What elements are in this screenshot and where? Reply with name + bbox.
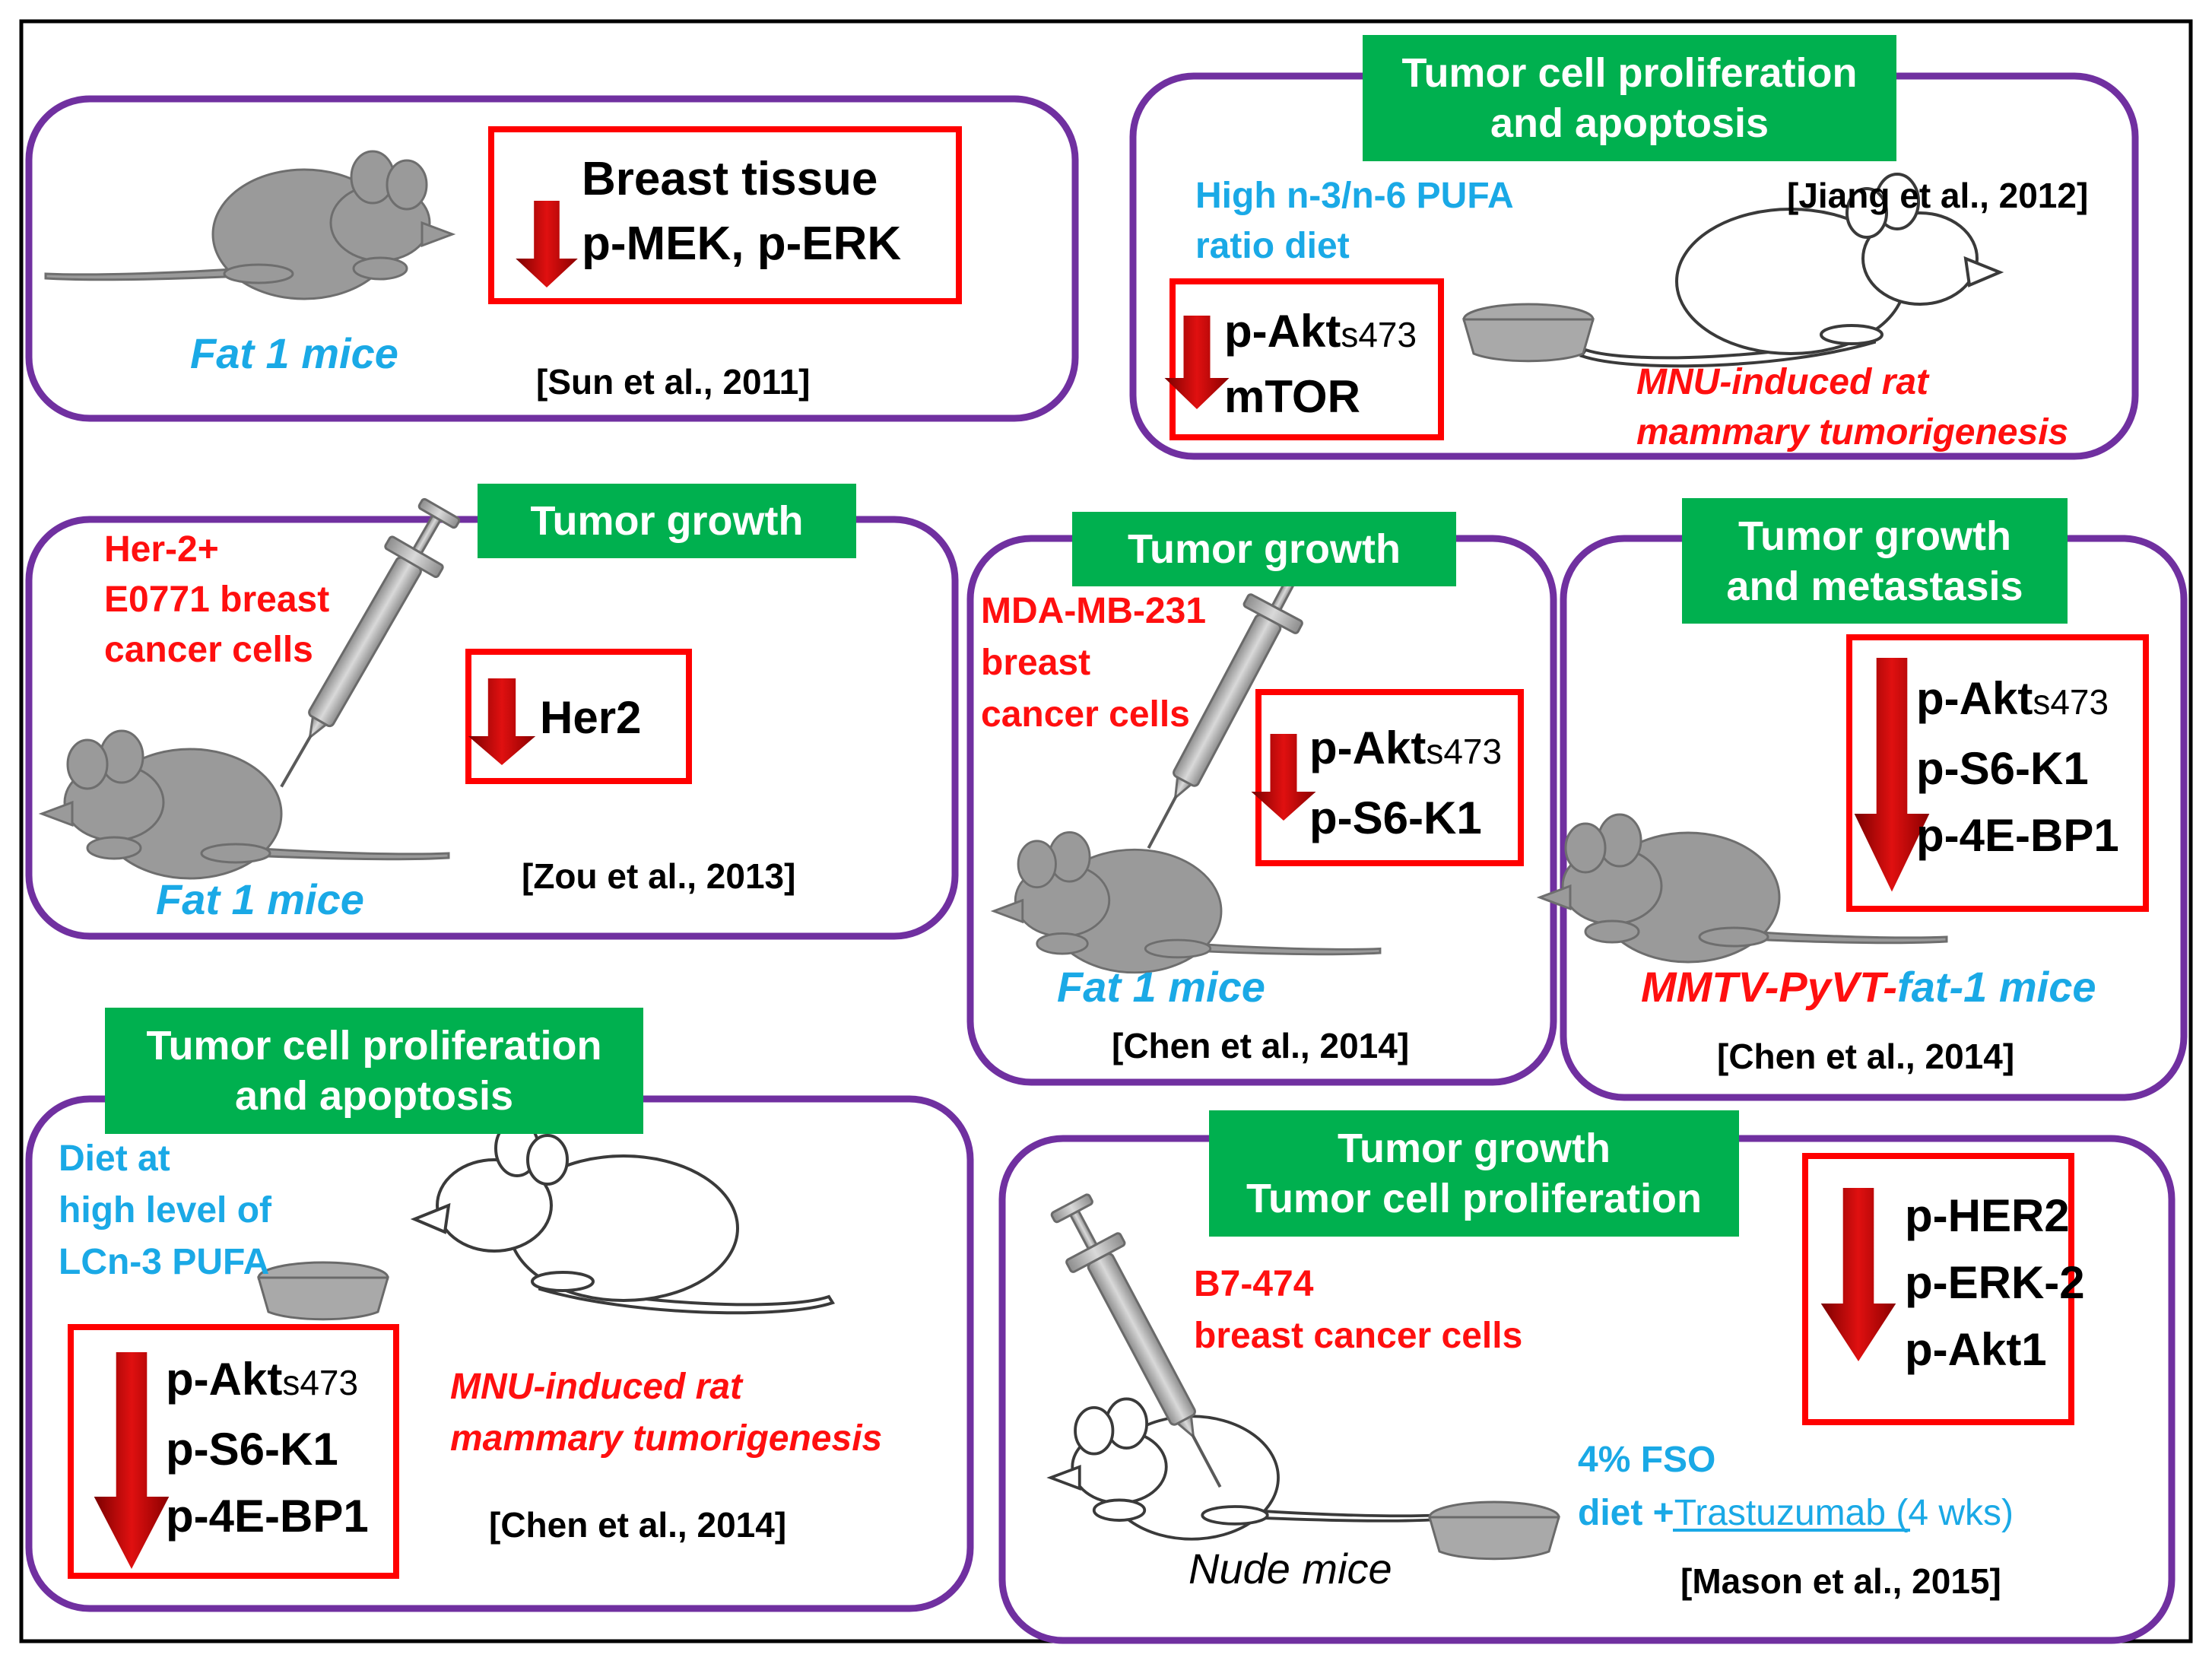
panel2-model-line2: mammary tumorigenesis <box>1636 412 2069 453</box>
panel7-diet-prefix: diet + <box>1578 1493 1674 1533</box>
panel5-model-red: MMTV-PyVT- <box>1641 963 1898 1011</box>
panel4-protein-akt-site: s473 <box>1426 732 1503 771</box>
panel5-protein-akt-site: s473 <box>2033 682 2109 722</box>
panel6-protein-s6k1: p-S6-K1 <box>166 1424 338 1475</box>
panel2-protein-akt-site: s473 <box>1341 315 1417 354</box>
panel3-cells-line2: E0771 breast <box>104 580 330 620</box>
panel6-model-line2: mammary tumorigenesis <box>450 1418 883 1459</box>
panel7-tag: Tumor growth Tumor cell proliferation <box>1209 1110 1739 1237</box>
panel6-protein-akt-site: s473 <box>282 1363 359 1402</box>
panel7-proteins: p-HER2 p-ERK-2 p-Akt1 <box>1905 1183 2085 1383</box>
panel7-cells-line2: breast cancer cells <box>1194 1316 1523 1356</box>
panel6-diet: Diet at high level of LCn-3 PUFA <box>59 1133 271 1288</box>
panel6-protein-4ebp1: p-4E-BP1 <box>166 1491 369 1542</box>
panel4-proteins: p-Akts473 p-S6-K1 <box>1309 715 1502 852</box>
panel6-model-line1: MNU-induced rat <box>450 1367 742 1407</box>
panel4-cells-line1: MDA-MB-231 <box>981 591 1207 631</box>
panel5-model: MMTV-PyVT-fat-1 mice <box>1641 962 2096 1011</box>
panel7-diet-line2: diet +Trastuzumab (4 wks) <box>1578 1487 2014 1540</box>
panel5-ref: [Chen et al., 2014] <box>1717 1037 2015 1076</box>
panel2-tag-line2: and apoptosis <box>1490 100 1769 146</box>
panel5-proteins: p-Akts473 p-S6-K1 p-4E-BP1 <box>1916 665 2119 869</box>
panel6-protein-akt: p-Akts473 <box>166 1346 369 1416</box>
panel6-model: MNU-induced rat mammary tumorigenesis <box>450 1361 882 1465</box>
panel7-model: Nude mice <box>1189 1545 1392 1593</box>
panel7-diet-line1: 4% FSO <box>1578 1440 1716 1480</box>
panel7-cells: B7-474 breast cancer cells <box>1194 1259 1522 1362</box>
panel3-model: Fat 1 mice <box>156 875 364 923</box>
panel4-protein-s6k1: p-S6-K1 <box>1309 792 1482 843</box>
panel4-cells: MDA-MB-231 breast cancer cells <box>981 586 1206 741</box>
panel7-protein-erk2: p-ERK-2 <box>1905 1257 2085 1308</box>
panel6-diet-line2: high level of <box>59 1190 272 1231</box>
panel7-protein-akt1: p-Akt1 <box>1905 1324 2047 1375</box>
panel2-ref: [Jiang et al., 2012] <box>1787 176 2089 215</box>
panel4-protein-akt: p-Akts473 <box>1309 715 1502 785</box>
panel3-cells-line1: Her-2+ <box>104 529 219 570</box>
panel6-proteins: p-Akts473 p-S6-K1 p-4E-BP1 <box>166 1346 369 1550</box>
panel7-diet-drug: Trastuzumab <box>1674 1493 1896 1533</box>
panel4-cells-line3: cancer cells <box>981 694 1190 735</box>
panel1-proteins: p-MEK, p-ERK <box>582 218 902 270</box>
panel6-tag-line2: and apoptosis <box>234 1073 514 1119</box>
panel7-diet: 4% FSO diet +Trastuzumab (4 wks) <box>1578 1434 2014 1540</box>
panel7-protein-her2: p-HER2 <box>1905 1190 2070 1241</box>
panel5-protein-akt-name: p-Akt <box>1916 673 2033 724</box>
panel2-protein-akt: p-Akts473 <box>1224 300 1417 366</box>
panel7-tag-line2: Tumor cell proliferation <box>1246 1176 1703 1221</box>
panel5-model-blue: fat-1 mice <box>1897 963 2096 1011</box>
panel5-protein-s6k1: p-S6-K1 <box>1916 743 2089 794</box>
panel1-ref: [Sun et al., 2011] <box>536 362 811 402</box>
panel5-tag-line1: Tumor growth <box>1738 513 2011 559</box>
panel5-protein-akt: p-Akts473 <box>1916 665 2119 735</box>
panel2-tag-line1: Tumor cell proliferation <box>1401 50 1858 96</box>
panel4-cells-line2: breast <box>981 643 1091 683</box>
panel7-tag-line1: Tumor growth <box>1338 1126 1611 1171</box>
panel2-diet-line2: ratio diet <box>1195 226 1350 266</box>
panel6-ref: [Chen et al., 2014] <box>489 1505 787 1545</box>
panel1-model: Fat 1 mice <box>190 329 398 377</box>
panel4-tag: Tumor growth <box>1072 512 1456 586</box>
panel7-diet-suffix: (4 wks) <box>1896 1493 2014 1533</box>
panel3-ref: [Zou et al., 2013] <box>522 856 796 896</box>
panel6-tag-line1: Tumor cell proliferation <box>146 1023 602 1069</box>
panel6-diet-line3: LCn-3 PUFA <box>59 1242 270 1282</box>
panel2-diet: High n-3/n-6 PUFA ratio diet <box>1195 171 1514 272</box>
panel2-proteins: p-Akts473 mTOR <box>1224 300 1417 428</box>
panel2-protein-mtor: mTOR <box>1224 371 1360 422</box>
panel5-tag: Tumor growth and metastasis <box>1682 498 2068 624</box>
panel4-model: Fat 1 mice <box>1057 963 1265 1011</box>
panel1-protein-header: Breast tissue <box>582 153 878 205</box>
panel7-cells-line1: B7-474 <box>1194 1264 1314 1304</box>
panel2-model-line1: MNU-induced rat <box>1636 362 1928 402</box>
panel4-protein-akt-name: p-Akt <box>1309 722 1427 773</box>
panel3-tag: Tumor growth <box>478 484 856 558</box>
panel3-cells-line3: cancer cells <box>104 630 313 670</box>
panel2-model: MNU-induced rat mammary tumorigenesis <box>1636 357 2068 458</box>
panel6-diet-line1: Diet at <box>59 1138 170 1179</box>
panel2-protein-akt-name: p-Akt <box>1224 306 1341 357</box>
panel3-protein: Her2 <box>540 692 642 743</box>
panel2-tag: Tumor cell proliferation and apoptosis <box>1363 35 1896 161</box>
panel3-cells: Her-2+ E0771 breast cancer cells <box>104 525 329 675</box>
panel5-tag-line2: and metastasis <box>1726 563 2023 609</box>
panel5-protein-4ebp1: p-4E-BP1 <box>1916 810 2119 861</box>
panel4-ref: [Chen et al., 2014] <box>1112 1026 1410 1065</box>
panel7-ref: [Mason et al., 2015] <box>1680 1561 2001 1601</box>
panel6-protein-akt-name: p-Akt <box>166 1354 283 1405</box>
panel6-tag: Tumor cell proliferation and apoptosis <box>105 1008 643 1134</box>
panel2-diet-line1: High n-3/n-6 PUFA <box>1195 176 1514 216</box>
